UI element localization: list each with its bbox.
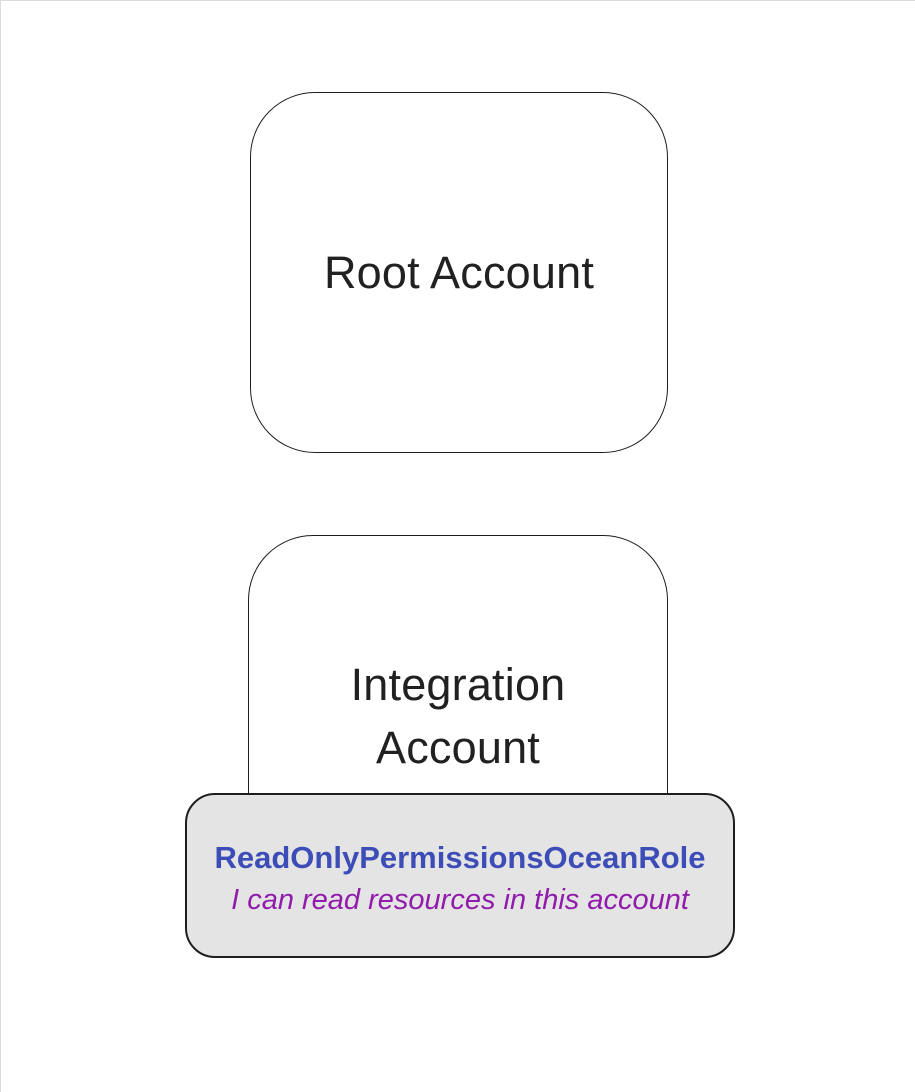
role-badge-title: ReadOnlyPermissionsOceanRole [214, 839, 706, 875]
role-badge: ReadOnlyPermissionsOceanRole I can read … [185, 793, 735, 958]
role-badge-subtitle: I can read resources in this account [231, 883, 689, 916]
node-root-account: Root Account [250, 92, 668, 453]
integration-account-label: Integration Account [350, 659, 566, 773]
root-account-label: Root Account [323, 247, 595, 298]
